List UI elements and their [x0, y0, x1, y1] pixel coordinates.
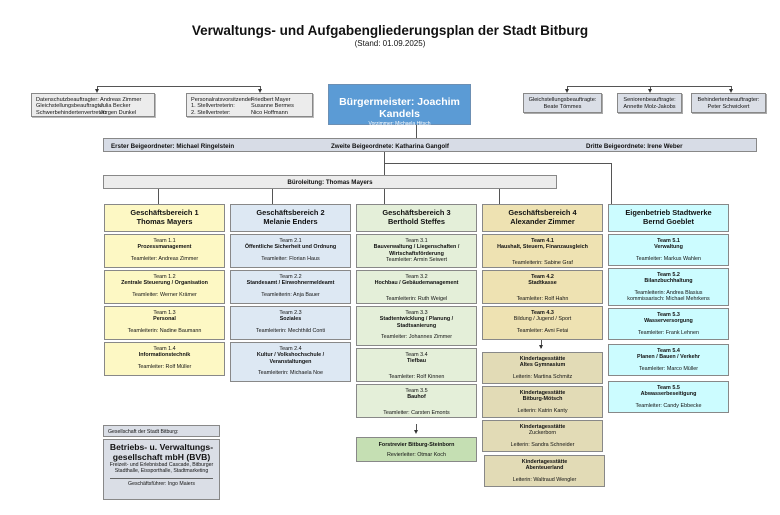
staff-row: Schwerbehindertenvertreter:Jürgen Dunkel — [36, 109, 137, 116]
connector-line — [650, 86, 651, 91]
connector-line — [611, 163, 612, 204]
staff-row: 1. Stellvertreterin:Susanne Bermes — [191, 103, 294, 110]
staff-row: Personalratsvorsitzender:Friedbert Mayer — [191, 97, 291, 103]
page-title: Verwaltungs- und Aufgabengliederungsplan… — [191, 23, 589, 38]
connector-line — [260, 86, 261, 91]
connector-line — [541, 340, 542, 348]
connector-line — [567, 86, 568, 91]
staff-box-disability: Behindertenbeauftragter:Peter Schwickert — [691, 93, 766, 113]
staff-box-officers: Datenschutzbeauftragter:Andreas Zimmer G… — [31, 93, 155, 117]
arrow-down-icon — [729, 89, 733, 93]
staff-box-equality: Gleichstellungsbeauftragte:Beate Tömmes — [523, 93, 602, 113]
arrow-down-icon — [258, 89, 262, 93]
connector-line — [384, 163, 612, 164]
staff-row: Datenschutzbeauftragter:Andreas Zimmer — [36, 97, 142, 103]
connector-line — [158, 189, 159, 204]
company-name: Betriebs- u. Verwaltungs-gesellschaft mb… — [109, 442, 214, 462]
staff-box-seniors: Seniorenbeauftragte:Annette Molz-Jakobs — [617, 93, 682, 113]
company-box: Betriebs- u. Verwaltungs-gesellschaft mb… — [103, 439, 220, 500]
deputies-bar: Erster Beigeordneter: Michael Ringelstei… — [103, 138, 757, 152]
mayor-box: Bürgermeister: Joachim Kandels Vorzimmer… — [328, 84, 471, 127]
mayor-office: Vorzimmer: Michaela Hitsch — [368, 121, 431, 127]
staff-box-council: Personalratsvorsitzender:Friedbert Mayer… — [186, 93, 313, 117]
arrow-down-icon — [539, 345, 543, 349]
connector-line — [416, 424, 417, 432]
mayor-title: Bürgermeister: Joachim Kandels — [339, 96, 460, 120]
office-management-bar: Büroleitung: Thomas Mayers — [103, 175, 557, 189]
arrow-down-icon — [95, 89, 99, 93]
page-subtitle: (Stand: 01.09.2025) — [354, 39, 426, 48]
connector-line — [272, 189, 273, 204]
connector-line — [416, 125, 417, 138]
deputy-third: Dritte Beigeordnete: Irene Weber — [586, 142, 683, 150]
deputy-first: Erster Beigeordneter: Michael Ringelstei… — [111, 142, 235, 150]
company-label: Gesellschaft der Stadt Bitburg: — [103, 425, 220, 437]
connector-line — [731, 86, 732, 91]
connector-line — [384, 189, 385, 204]
arrow-down-icon — [565, 89, 569, 93]
connector-line — [97, 86, 261, 87]
connector-line — [97, 86, 98, 91]
staff-row: Gleichstellungsbeauftragte:Julia Becker — [36, 103, 131, 110]
staff-row: 2. Stellvertreter:Nico Hoffmann — [191, 109, 288, 116]
company-description: Freizeit- und Erlebnisbad Cascade, Bitbu… — [109, 462, 214, 474]
arrow-down-icon — [414, 430, 418, 434]
arrow-down-icon — [648, 89, 652, 93]
connector-line — [567, 86, 732, 87]
deputy-second: Zweite Beigeordnete: Katharina Gangolf — [331, 142, 449, 150]
divider — [110, 478, 213, 479]
company-manager: Geschäftsführer: Ingo Maiers — [128, 481, 195, 487]
connector-line — [499, 189, 500, 204]
